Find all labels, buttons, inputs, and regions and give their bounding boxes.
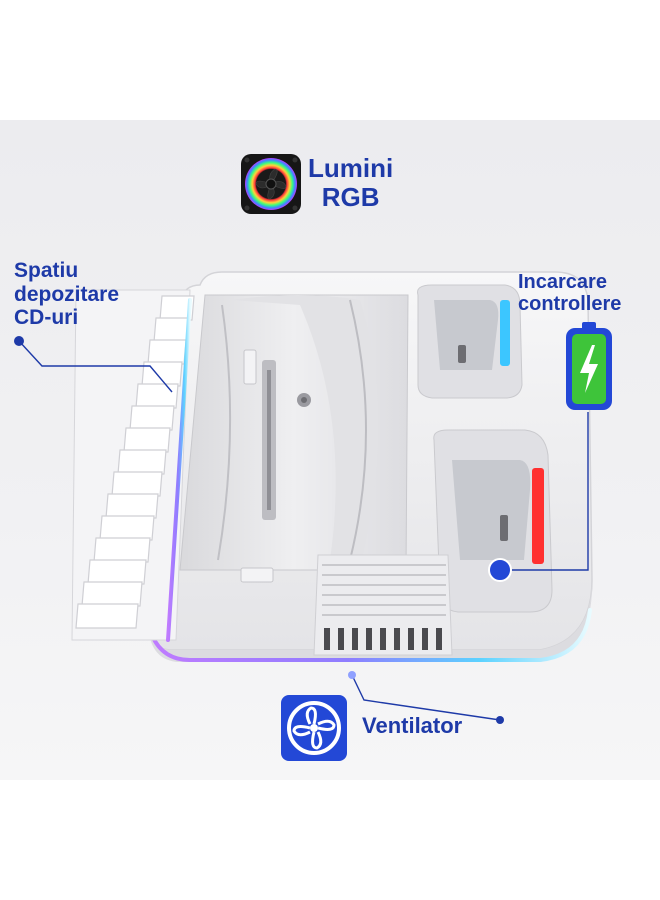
rgb-label-line2: RGB xyxy=(321,182,380,213)
cd-callout-line xyxy=(18,340,173,393)
controller-dock-top xyxy=(417,284,523,399)
cd-label-line2: depozitare xyxy=(14,282,120,306)
cd-label-line3: CD-uri xyxy=(14,306,79,330)
charging-callout-dot xyxy=(488,558,512,582)
fan-label: Ventilator xyxy=(362,713,463,739)
cd-storage-label: Spatiu depozitare CD-uri xyxy=(14,259,119,330)
battery-charging-icon xyxy=(566,322,612,410)
rgb-label-line1: Lumini xyxy=(308,153,394,183)
rgb-fan-icon xyxy=(241,154,301,214)
controller-dock-bottom xyxy=(433,429,553,613)
fan-callout-dot-start xyxy=(348,671,356,679)
cd-callout-dot xyxy=(14,336,24,346)
console-mount-panel xyxy=(179,294,409,583)
rgb-lights-label: Lumini RGB xyxy=(308,153,394,213)
fan-label-text: Ventilator xyxy=(362,713,463,738)
controller-charging-label: Incarcare controllere xyxy=(518,271,621,316)
fan-icon xyxy=(281,695,347,761)
callout-lines xyxy=(18,340,589,721)
fan-vent-unit xyxy=(313,554,453,656)
charging-label-line2: controllere xyxy=(518,293,622,316)
fan-callout-dot xyxy=(496,716,504,724)
cd-label-line1: Spatiu xyxy=(14,259,79,282)
charging-callout-line xyxy=(500,412,589,571)
fan-callout-line xyxy=(351,674,501,721)
charging-label-line1: Incarcare xyxy=(518,271,607,293)
cd-storage-rack xyxy=(71,289,195,642)
